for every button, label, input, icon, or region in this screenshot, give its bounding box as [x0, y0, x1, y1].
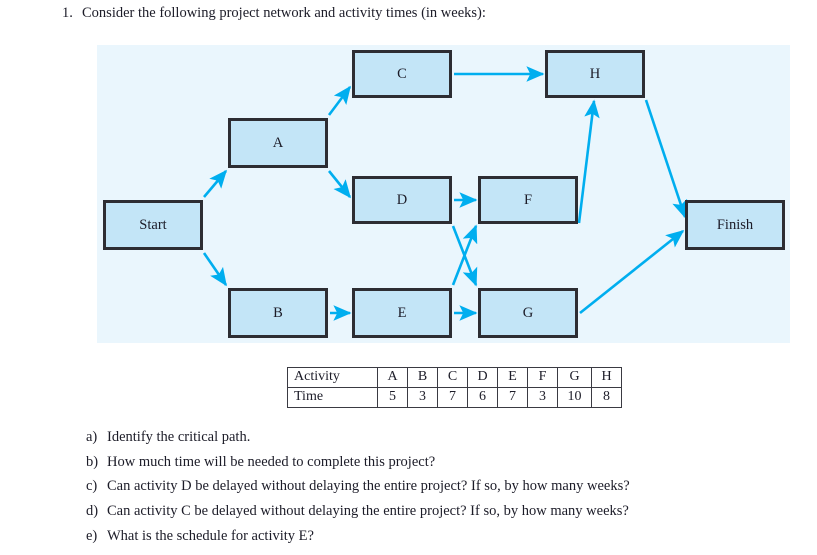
table-row-time: Time 5 3 7 6 7 3 10 8: [287, 387, 622, 408]
time-cell-d: 6: [467, 387, 498, 408]
network-arrows: [202, 66, 688, 321]
question-stem-text: Consider the following project network a…: [82, 5, 486, 21]
edge-e-f: [451, 224, 478, 286]
node-finish: Finish: [685, 200, 785, 250]
subquestion-a-label: a): [86, 429, 98, 445]
subquestion-b-text: How much time will be needed to complete…: [107, 453, 436, 470]
activity-cell-a: A: [377, 367, 408, 388]
subquestion-d: d) Can activity C be delayed without del…: [86, 502, 806, 520]
activity-cell-g: G: [557, 367, 592, 388]
node-f-label: F: [523, 191, 533, 208]
time-cell-a: 5: [377, 387, 408, 408]
edge-a-c: [327, 85, 352, 116]
node-c: C: [352, 50, 452, 98]
time-cell-b: 3: [407, 387, 438, 408]
activity-cell-f: F: [527, 367, 558, 388]
activity-cell-e: E: [497, 367, 528, 388]
node-e: E: [352, 288, 452, 338]
time-cell-h: 8: [591, 387, 622, 408]
subquestion-a-text: Identify the critical path.: [107, 429, 251, 445]
question-number: 1.: [62, 5, 73, 21]
edge-start-a: [203, 169, 228, 198]
node-h: H: [545, 50, 645, 98]
time-cell-c: 7: [437, 387, 468, 408]
node-f: F: [478, 176, 578, 224]
time-cell-e: 7: [497, 387, 528, 408]
node-finish-label: Finish: [716, 216, 754, 233]
edge-a-d: [327, 170, 352, 199]
subquestion-c-label: c): [86, 478, 98, 495]
node-g: G: [478, 288, 578, 338]
edge-h-finish: [644, 99, 688, 219]
subquestion-e: e) What is the schedule for activity E?: [86, 527, 806, 545]
subquestion-e-label: e): [86, 527, 98, 544]
node-d-label: D: [396, 191, 408, 208]
subquestion-c: c) Can activity D be delayed without del…: [86, 477, 806, 495]
activity-time-table-wrapper: Activity A B C D E F G H Time 5 3 7 6 7 …: [287, 367, 622, 408]
node-g-label: G: [522, 304, 534, 321]
row-label-activity: Activity: [287, 367, 378, 388]
node-e-label: E: [397, 304, 407, 321]
edge-g-finish: [579, 229, 685, 315]
subquestion-b: b) How much time will be needed to compl…: [86, 453, 806, 471]
activity-cell-d: D: [467, 367, 498, 388]
project-network-diagram: Start A B C D E F G H Finish: [97, 45, 790, 343]
node-start: Start: [103, 200, 203, 250]
time-cell-f: 3: [527, 387, 558, 408]
subquestion-e-text: What is the schedule for activity E?: [107, 527, 314, 544]
table-row-activity: Activity A B C D E F G H: [287, 367, 622, 388]
node-start-label: Start: [139, 216, 167, 233]
subquestion-list: a) Identify the critical path. b) How mu…: [86, 428, 806, 551]
activity-cell-b: B: [407, 367, 438, 388]
subquestion-a: a) Identify the critical path.: [86, 428, 806, 446]
edge-start-b: [202, 252, 228, 287]
subquestion-d-label: d): [86, 502, 99, 519]
node-d: D: [352, 176, 452, 224]
node-b-label: B: [273, 304, 283, 321]
question-stem: 1. Consider the following project networ…: [62, 4, 802, 24]
activity-cell-h: H: [591, 367, 622, 388]
row-label-time: Time: [287, 387, 378, 408]
time-cell-g: 10: [557, 387, 592, 408]
activity-time-table: Activity A B C D E F G H Time 5 3 7 6 7 …: [287, 367, 622, 408]
subquestion-c-text: Can activity D be delayed without delayi…: [107, 478, 630, 495]
node-a-label: A: [272, 134, 284, 151]
node-b: B: [228, 288, 328, 338]
node-h-label: H: [589, 65, 601, 82]
node-a: A: [228, 118, 328, 168]
activity-cell-c: C: [437, 367, 468, 388]
subquestion-d-text: Can activity C be delayed without delayi…: [107, 502, 629, 519]
subquestion-b-label: b): [86, 453, 99, 470]
edge-f-h: [577, 99, 600, 224]
node-c-label: C: [397, 65, 407, 82]
